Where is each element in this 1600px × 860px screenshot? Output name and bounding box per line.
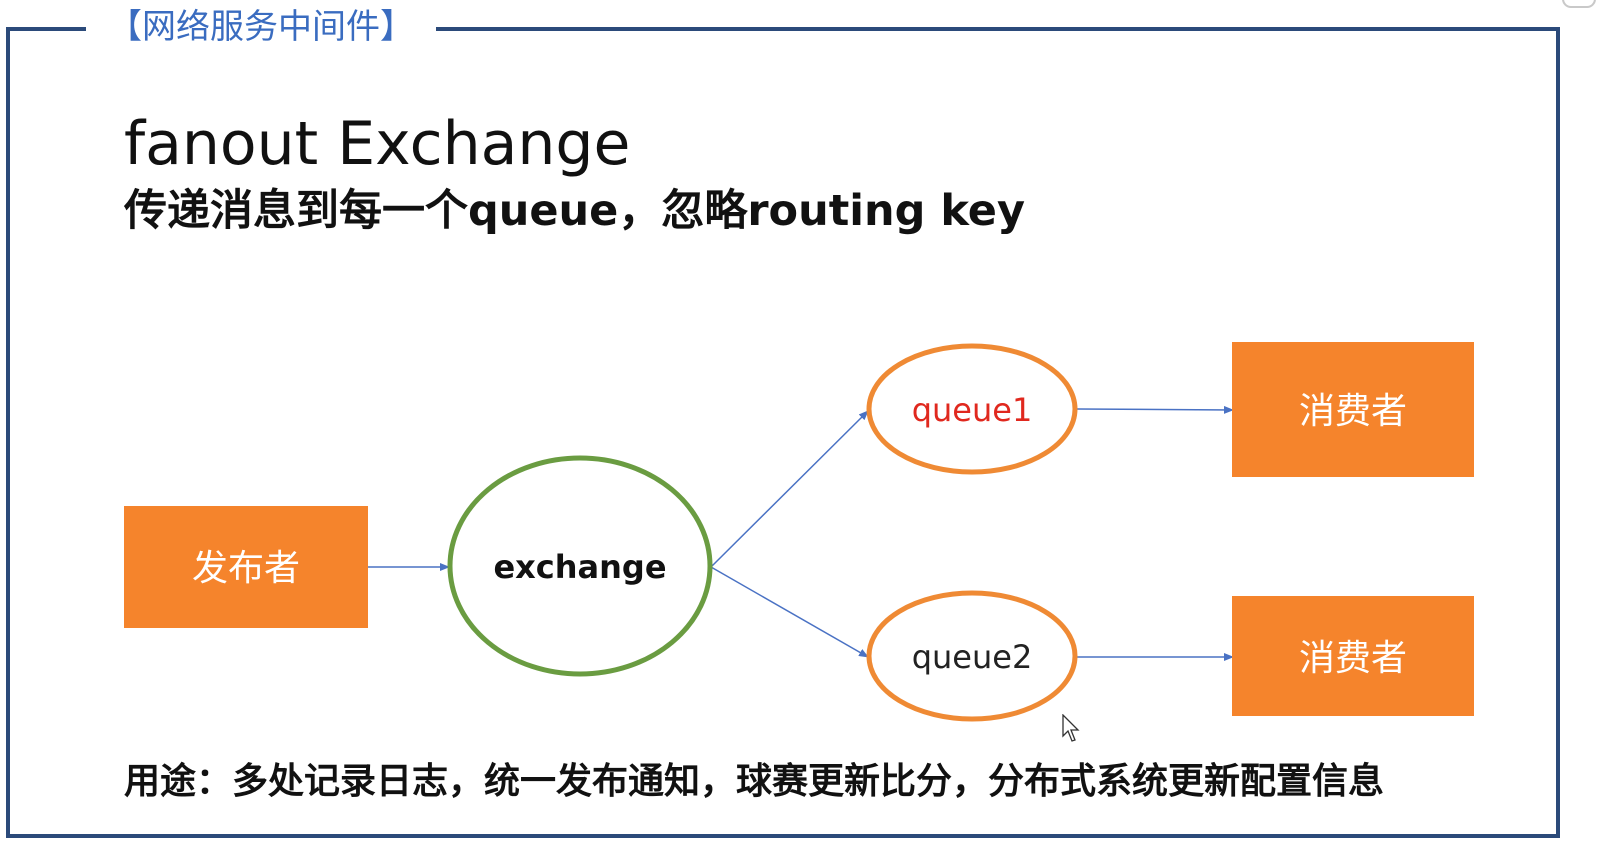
- publisher-label: 发布者: [192, 548, 300, 589]
- queue1-node: queue1: [866, 343, 1078, 475]
- queue2-node: queue2: [866, 590, 1078, 722]
- exchange-label: exchange: [493, 548, 666, 586]
- exchange-node: exchange: [447, 455, 713, 677]
- section-tag: 【网络服务中间件】: [108, 7, 414, 47]
- publisher-node: 发布者: [124, 506, 368, 628]
- mouse-pointer-icon: [1062, 714, 1080, 742]
- arrow-exchange-queue2: [710, 566, 869, 658]
- slide-frame: [6, 27, 1560, 838]
- usage-note: 用途：多处记录日志，统一发布通知，球赛更新比分，分布式系统更新配置信息: [124, 761, 1385, 802]
- consumer2-node: 消费者: [1232, 596, 1474, 716]
- queue1-label: queue1: [912, 391, 1033, 429]
- consumer1-label: 消费者: [1299, 391, 1407, 432]
- arrow-exchange-queue1: [710, 410, 869, 568]
- arrow-queue1-consumer1: [1076, 405, 1234, 414]
- slide-subtitle: 传递消息到每一个queue，忽略routing key: [124, 186, 1025, 236]
- slide-title: fanout Exchange: [124, 109, 631, 179]
- consumer2-label: 消费者: [1299, 638, 1407, 679]
- consumer1-node: 消费者: [1232, 342, 1474, 477]
- queue2-label: queue2: [912, 638, 1033, 676]
- frame-gap: [86, 18, 436, 38]
